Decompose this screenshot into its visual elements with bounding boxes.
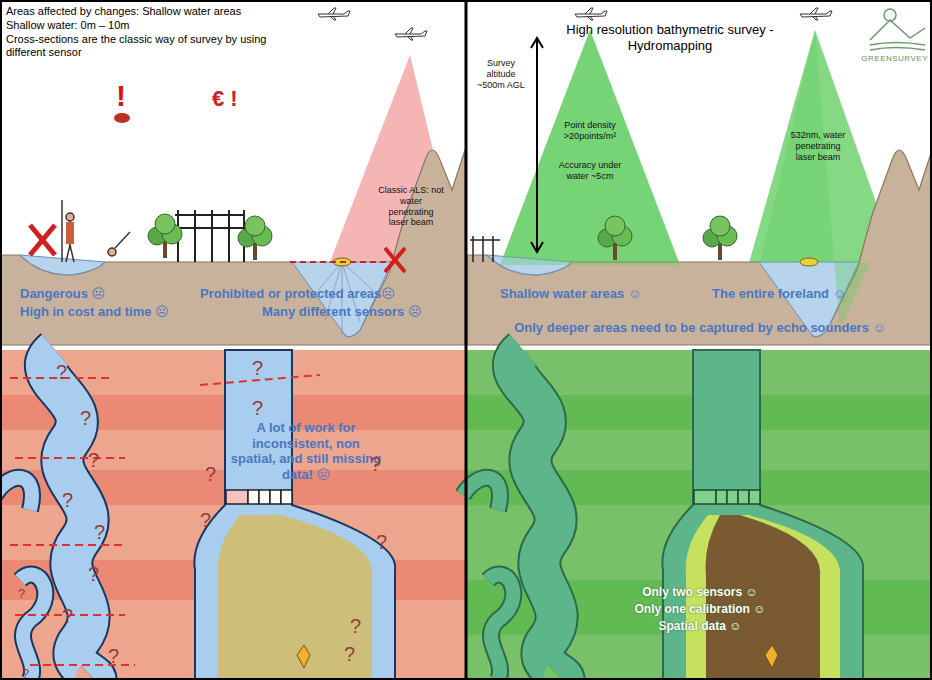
question-mark: ? xyxy=(88,448,99,472)
cost-mark: € ! xyxy=(212,86,238,112)
heading-note: Areas affected by changes: Shallow water… xyxy=(6,5,336,18)
question-mark: ? xyxy=(376,530,387,554)
density-note: Point density >20points/m² xyxy=(556,120,624,142)
question-mark: ? xyxy=(370,452,381,476)
question-mark: ? xyxy=(62,604,73,628)
drawback: Many different sensors ☹ xyxy=(262,304,421,320)
warning-mark: ! xyxy=(116,78,126,114)
question-mark: ? xyxy=(108,644,119,668)
benefit: Shallow water areas ☺ xyxy=(500,286,641,302)
benefit: The entire foreland ☺ xyxy=(712,286,846,302)
drawback: Prohibited or protected areas☹ xyxy=(200,286,395,302)
question-mark: ? xyxy=(205,462,216,486)
benefit: Only two sensors ☺ xyxy=(600,585,800,599)
beam-note: 532nm, water penetrating laser beam xyxy=(785,130,851,162)
question-mark: ? xyxy=(56,360,67,384)
question-mark: ? xyxy=(18,586,25,602)
question-mark: ? xyxy=(350,614,361,638)
question-mark: ? xyxy=(62,488,73,512)
question-mark: ? xyxy=(80,406,91,430)
drawback: High in cost and time ☹ xyxy=(20,304,169,320)
question-mark: ? xyxy=(252,356,263,380)
problem-note: A lot of work for inconsistent, non spat… xyxy=(228,420,384,482)
method-note: Cross-sections are the classic way of su… xyxy=(6,33,296,59)
accuracy-note: Accuracy under water ~5cm xyxy=(556,160,624,182)
brand-mark: GREENSURVEY xyxy=(861,54,928,64)
benefit: Only one calibration ☺ xyxy=(600,602,800,616)
benefit: Only deeper areas need to be captured by… xyxy=(478,320,922,336)
altitude-note: Survey altitude ~500m AGL xyxy=(472,58,530,90)
question-mark: ? xyxy=(88,562,99,586)
question-mark: ? xyxy=(344,642,355,666)
range-note: Shallow water: 0m – 10m xyxy=(6,19,336,32)
drawback: Dangerous ☹ xyxy=(20,286,105,302)
question-mark: ? xyxy=(94,520,105,544)
question-mark: ? xyxy=(22,666,29,680)
panel-title: High resolution bathymetric survey - Hyd… xyxy=(552,22,788,53)
question-mark: ? xyxy=(200,508,211,532)
question-mark: ? xyxy=(252,396,263,420)
benefit: Spatial data ☺ xyxy=(600,619,800,633)
beam-note: Classic ALS: not water penetrating laser… xyxy=(378,185,444,228)
